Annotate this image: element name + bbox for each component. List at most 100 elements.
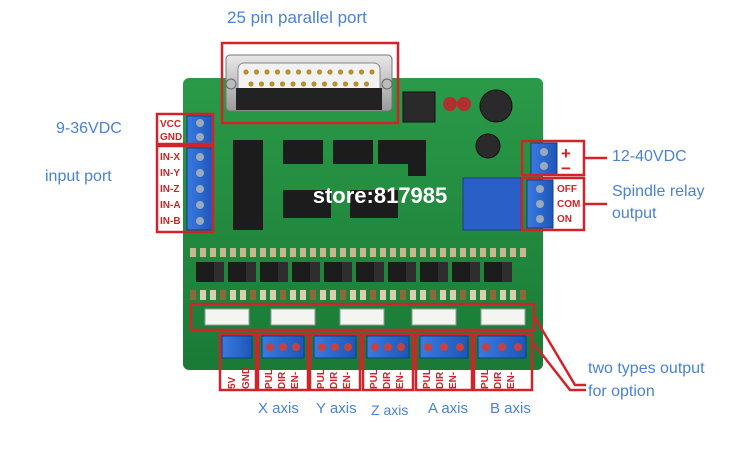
transistor-icon	[214, 262, 224, 282]
resistor-icon	[450, 248, 456, 257]
axis-pin-label: EN-	[506, 372, 517, 389]
vcc-range-label: 9-36VDC	[56, 120, 122, 137]
resistor-icon	[390, 248, 396, 257]
transistor-icon	[228, 262, 246, 282]
resistor-icon	[510, 248, 516, 257]
input-pin-label: IN-B	[160, 216, 181, 227]
minus-symbol: −	[561, 159, 571, 178]
spindle-relay-label: Spindle relay	[612, 183, 705, 200]
relay-on-label: ON	[557, 214, 572, 225]
resistor-icon	[210, 290, 216, 300]
resistor-icon	[460, 290, 466, 300]
resistor-icon	[290, 290, 296, 300]
resistor-icon	[230, 248, 236, 257]
transistor-icon	[342, 262, 352, 282]
input-pin-label: IN-X	[160, 152, 180, 163]
db25-pin	[300, 81, 307, 87]
resistor-icon	[280, 248, 286, 257]
db25-pin	[279, 81, 286, 87]
power-out-box	[218, 332, 258, 392]
z-axis-box	[361, 332, 415, 392]
terminal-screw-icon	[196, 201, 204, 209]
resistor-icon	[310, 248, 316, 257]
capacitor-icon	[479, 89, 513, 123]
watermark-text: store:817985	[313, 183, 448, 208]
resistor-icon	[260, 248, 266, 257]
axis-pin-label: EN-	[448, 372, 459, 389]
terminal-screw-icon	[498, 343, 506, 351]
terminal-screw-icon	[196, 185, 204, 193]
resistor-icon	[300, 290, 306, 300]
resistor-icon	[320, 248, 326, 257]
z-axis-label: Z axis	[371, 402, 409, 418]
resistor-icon	[200, 290, 206, 300]
terminal-screw-icon	[397, 343, 405, 351]
axis-pin-label: EN-	[395, 372, 406, 389]
terminal-screw-icon	[292, 343, 300, 351]
transistor-icon	[292, 262, 310, 282]
capacitor-icon	[475, 133, 501, 159]
resistor-icon	[280, 290, 286, 300]
power-5v-label: 5V	[227, 376, 238, 389]
x-axis-label: X axis	[258, 400, 299, 417]
axis-pin-label: PUL	[480, 369, 491, 389]
resistor-icon	[430, 248, 436, 257]
resistor-icon	[310, 290, 316, 300]
db25-pin	[295, 69, 302, 75]
spindle-output-label: output	[612, 205, 657, 222]
resistor-icon	[330, 290, 336, 300]
terminal-screw-icon	[196, 217, 204, 225]
resistor-icon	[300, 248, 306, 257]
transistor-icon	[310, 262, 320, 282]
for-option-label: for option	[588, 383, 655, 400]
output-header	[339, 308, 385, 326]
resistor-icon	[360, 290, 366, 300]
db25-pin	[248, 81, 254, 87]
resistor-icon	[380, 248, 386, 257]
db25-pin	[290, 81, 296, 87]
relay-off-label: OFF	[557, 184, 577, 195]
b-axis-label: B axis	[490, 400, 531, 417]
vcc-label: VCC	[160, 119, 181, 130]
parallel-port-box	[220, 41, 400, 125]
transistor-icon	[406, 262, 416, 282]
terminal-screw-icon	[424, 343, 432, 351]
resistor-icon	[500, 290, 506, 300]
input-pin-label: IN-Z	[160, 184, 179, 195]
resistor-icon	[240, 248, 246, 257]
transistor-icon	[196, 262, 214, 282]
output-header	[204, 308, 250, 326]
db25-pin	[337, 69, 344, 75]
ic-chip-icon	[283, 140, 323, 164]
db25-pin	[285, 69, 291, 75]
axis-pin-label: PUL	[316, 369, 327, 389]
transistor-icon	[278, 262, 288, 282]
resistor-icon	[480, 290, 486, 300]
power-out-terminal	[221, 335, 253, 359]
resistor-icon	[420, 290, 426, 300]
db25-pin	[369, 69, 375, 75]
resistor-icon	[340, 290, 346, 300]
db25-pin	[327, 69, 333, 75]
resistor-icon	[490, 290, 496, 300]
axis-pin-label: DIR	[329, 371, 340, 389]
resistor-icon	[410, 290, 416, 300]
axis-pin-label: PUL	[264, 369, 275, 389]
db25-pin	[316, 69, 323, 75]
input-pin-label: IN-A	[160, 200, 181, 211]
resistor-icon	[480, 248, 486, 257]
a-axis-box	[414, 332, 474, 392]
resistor-icon	[430, 290, 436, 300]
resistor-icon	[220, 290, 226, 300]
resistor-icon	[240, 290, 246, 300]
terminal-screw-icon	[384, 343, 392, 351]
resistor-icon	[470, 290, 476, 300]
terminal-screw-icon	[196, 169, 204, 177]
gnd-label: GND	[160, 132, 182, 143]
terminal-screw-icon	[331, 343, 339, 351]
resistor-icon	[370, 290, 376, 300]
y-axis-box	[308, 332, 362, 392]
db25-pin	[358, 69, 365, 75]
db25-pin	[342, 81, 349, 87]
db25-pin	[243, 69, 249, 75]
